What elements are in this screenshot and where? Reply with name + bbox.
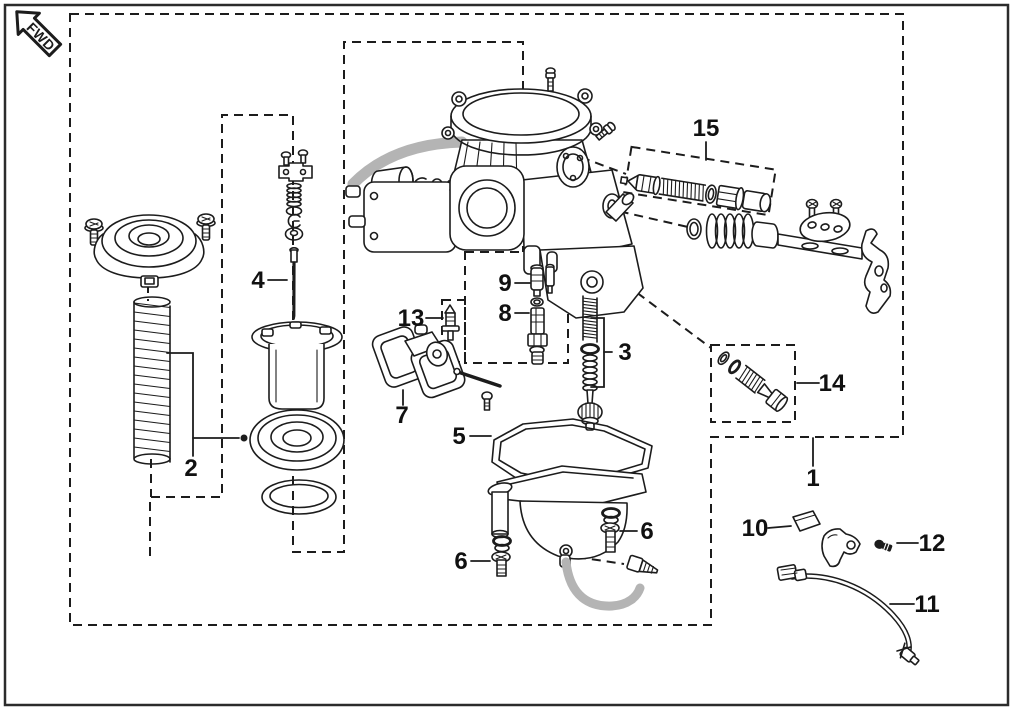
part-label-8: 8 <box>498 300 511 327</box>
drain-plug <box>626 554 659 574</box>
fwd-arrow-badge: FWD <box>15 10 63 58</box>
throttle-shaft-group <box>686 198 892 314</box>
pilot-screw-14-group <box>717 351 789 412</box>
group-box-14 <box>710 344 796 423</box>
part-label-15: 15 <box>693 115 720 142</box>
part-label-10: 10 <box>742 515 769 542</box>
part-label-6-right: 6 <box>640 518 653 545</box>
part-label-1: 1 <box>806 465 819 492</box>
slide-diaphragm-group <box>249 321 345 515</box>
float-group <box>371 324 502 411</box>
page-border <box>3 3 1010 707</box>
cable-bracket <box>821 528 861 568</box>
leader-10 <box>767 525 792 529</box>
part-label-11: 11 <box>914 591 939 618</box>
float-valve-13 <box>441 304 460 341</box>
leader-2-dot <box>240 434 248 442</box>
cable-11 <box>776 564 920 666</box>
screw-12 <box>874 539 893 552</box>
part-label-6-left: 6 <box>454 548 467 575</box>
part-label-7: 7 <box>395 402 408 429</box>
group-box-15 <box>623 145 777 217</box>
part-label-14: 14 <box>819 370 846 397</box>
leader-2-bracket <box>166 352 194 457</box>
part-label-3: 3 <box>618 339 631 366</box>
cap-10 <box>792 510 821 532</box>
carburetor-body <box>345 67 644 319</box>
part-label-5: 5 <box>452 423 465 450</box>
part-label-12: 12 <box>919 530 946 557</box>
leader-dash-to-15 <box>566 151 627 175</box>
fwd-arrow-icon <box>15 10 63 58</box>
float-bowl-group <box>487 465 659 611</box>
top-cover-group <box>84 213 216 465</box>
part-label-2: 2 <box>184 455 197 482</box>
part-label-9: 9 <box>498 270 511 297</box>
needle-group <box>278 149 313 320</box>
idle-screw-group <box>577 295 603 431</box>
part-label-13: 13 <box>398 305 425 332</box>
jet-group <box>527 263 555 365</box>
part-label-4: 4 <box>251 267 265 294</box>
needle-valve-15-group <box>619 173 772 213</box>
bowl-gasket <box>491 418 653 487</box>
group-box-1 <box>69 13 904 626</box>
